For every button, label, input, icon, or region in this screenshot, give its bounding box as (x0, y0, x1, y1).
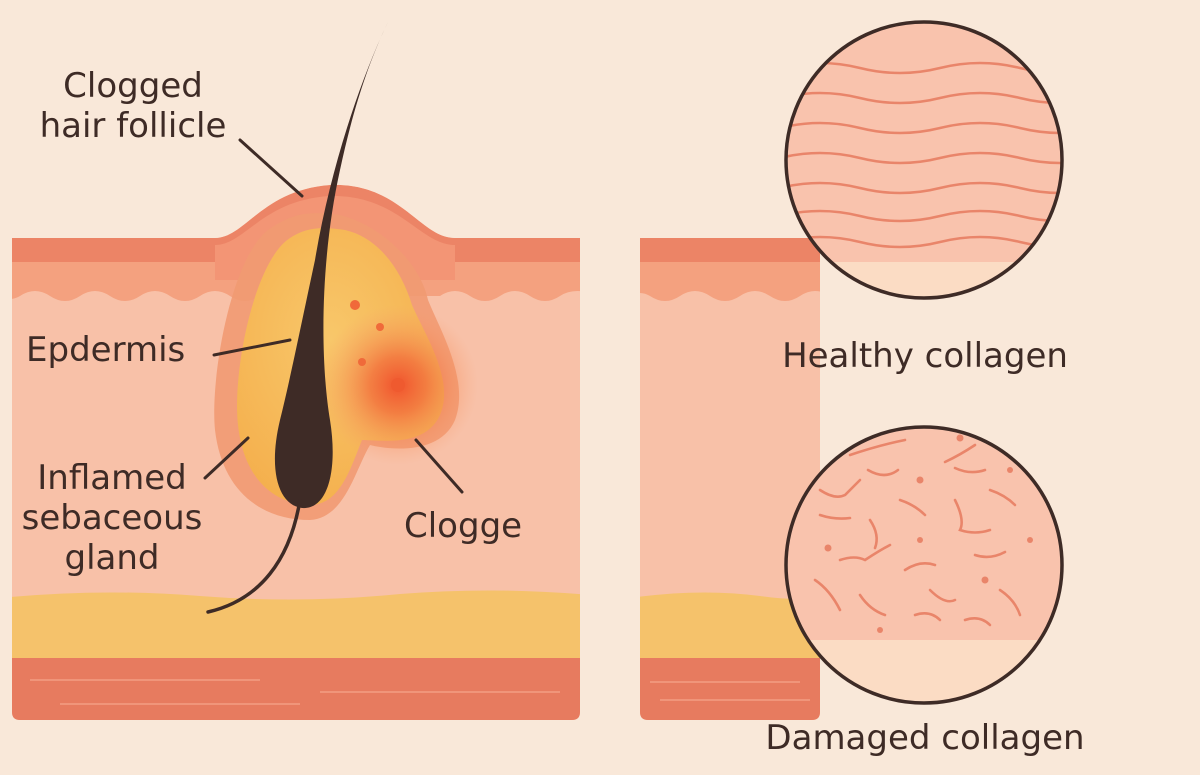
clogged-follicle-label-line1: Clogged (63, 66, 203, 106)
inflamed-gland-label-line3: gland (64, 538, 160, 578)
clogged-follicle-label-line2: hair follicle (39, 106, 227, 146)
damaged-collagen-circle (784, 425, 1064, 705)
healthy-collagen-label: Healthy collagen (782, 336, 1068, 376)
clogged-follicle-label: Clogged hair follicle (28, 66, 238, 146)
inflamed-gland-label-line2: sebaceous (21, 498, 203, 538)
inflamed-gland-label: Inflamed sebaceous gland (12, 458, 212, 578)
healthy-collagen-circle (784, 20, 1064, 300)
skin-cross-section-right (640, 238, 820, 720)
epidermis-label: Epdermis (26, 330, 186, 370)
hair-shaft (206, 22, 388, 614)
skin-cross-section-left (12, 184, 580, 720)
inflamed-gland-label-line1: Inflamed (37, 458, 187, 498)
broken-collagen-fibers (813, 438, 1022, 627)
clogge-label: Clogge (404, 506, 523, 546)
leader-lines (203, 138, 464, 494)
damaged-collagen-label: Damaged collagen (765, 718, 1085, 758)
